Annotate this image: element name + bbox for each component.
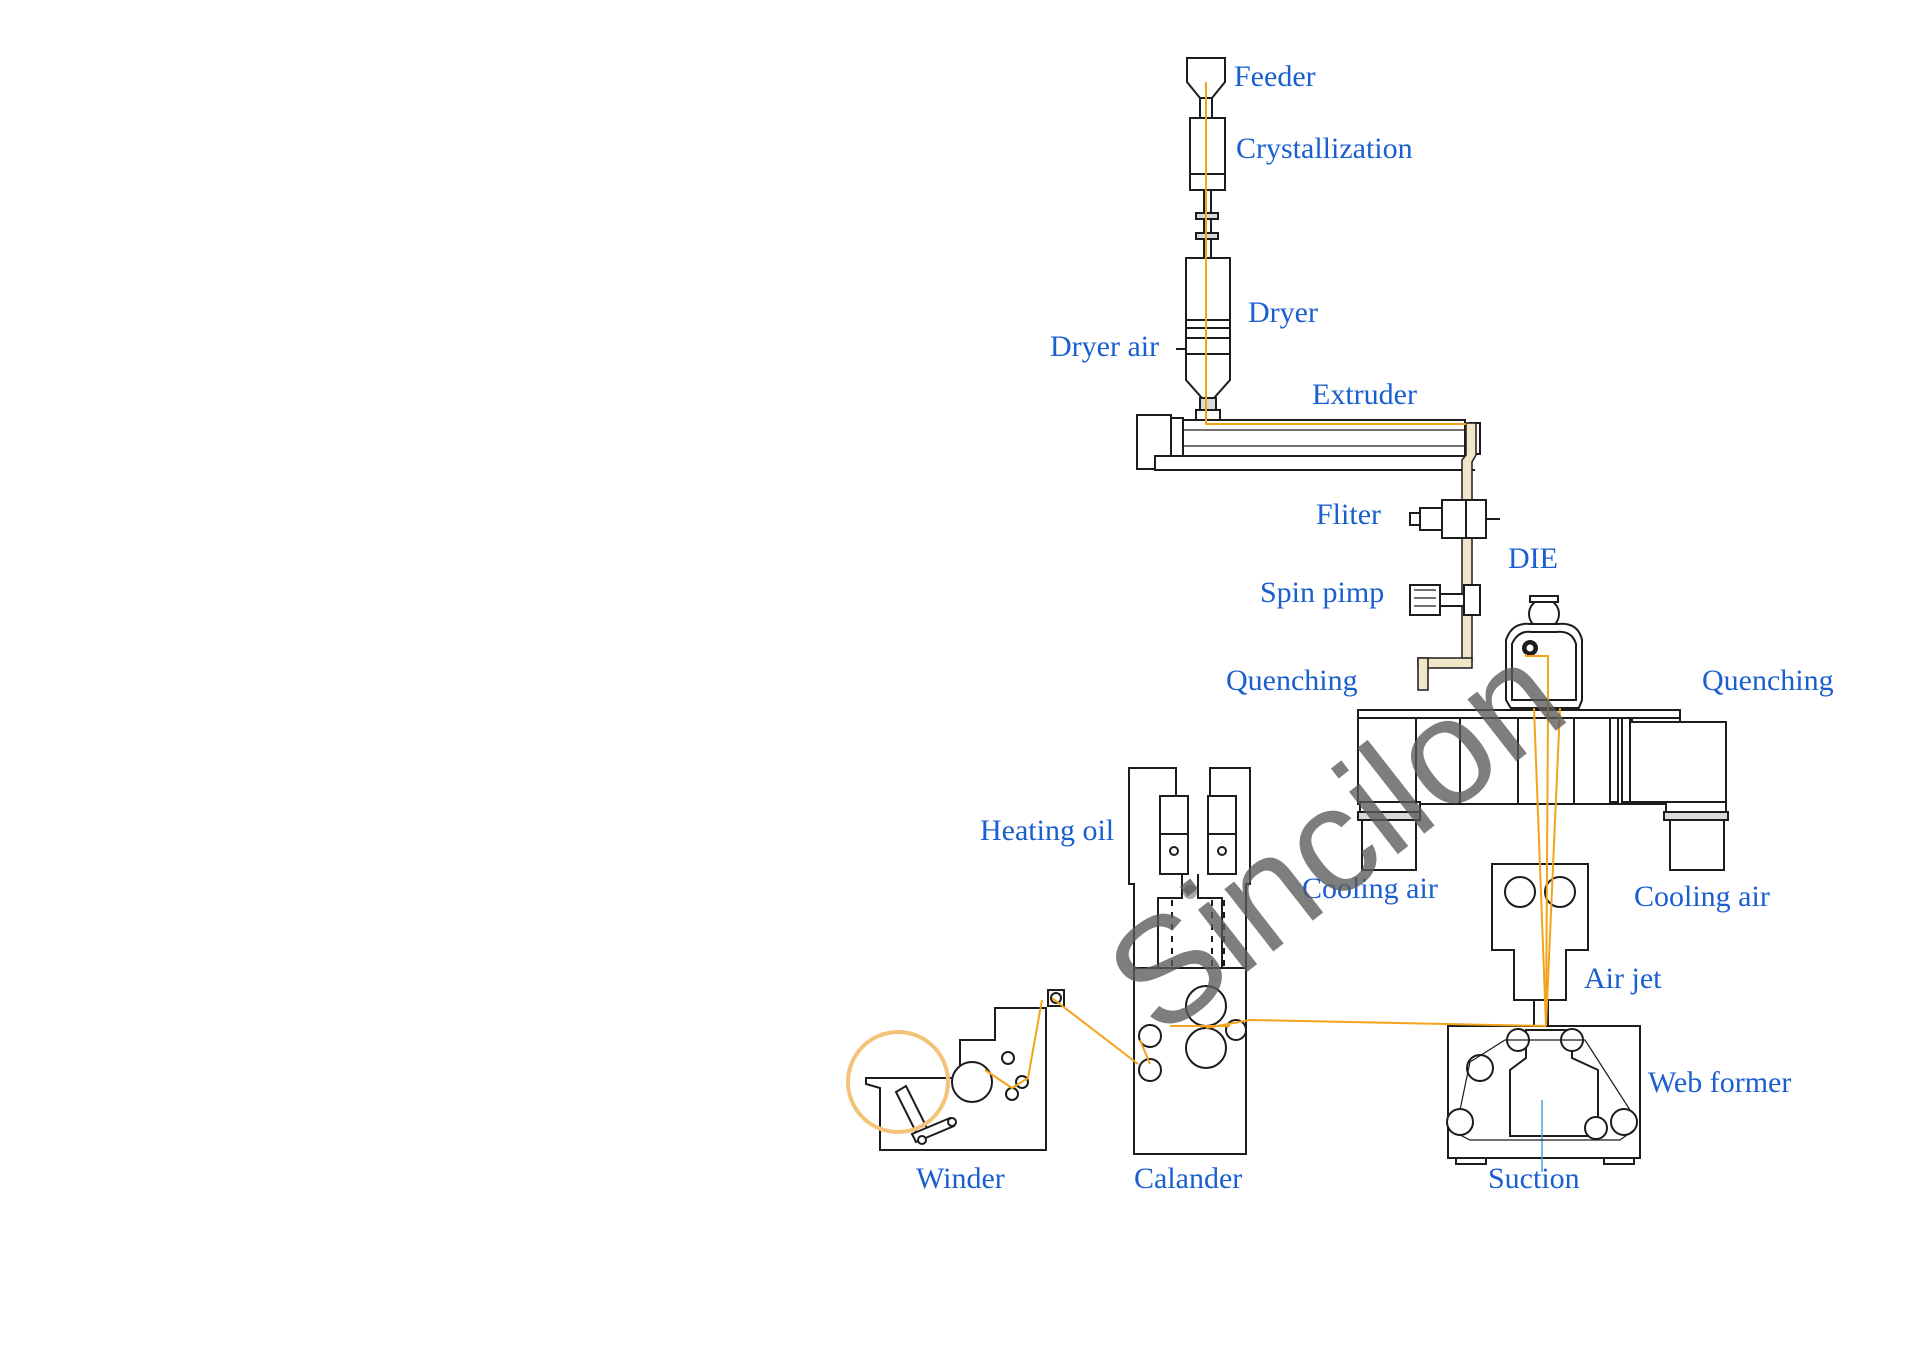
label-die: DIE: [1508, 542, 1558, 575]
label-cooling-air-right: Cooling air: [1634, 880, 1770, 913]
winder-unit: [846, 989, 1065, 1151]
spin-pump-unit: [1409, 584, 1481, 616]
crystallization-unit: [1189, 117, 1226, 269]
dryer-unit: [1176, 257, 1231, 421]
label-web-former: Web former: [1648, 1066, 1791, 1099]
label-quenching-right: Quenching: [1702, 664, 1834, 697]
label-cooling-air-left: Cooling air: [1302, 872, 1438, 905]
label-fliter: Fliter: [1316, 498, 1381, 531]
label-dryer-air: Dryer air: [1050, 330, 1159, 363]
feeder-unit: [1186, 57, 1226, 118]
label-extruder: Extruder: [1312, 378, 1417, 411]
label-suction: Suction: [1488, 1162, 1580, 1195]
label-crystallization: Crystallization: [1236, 132, 1413, 165]
label-air-jet: Air jet: [1584, 962, 1662, 995]
label-heating-oil: Heating oil: [980, 814, 1114, 847]
web-former-unit: [1446, 1025, 1641, 1172]
quenching-unit: [1357, 709, 1729, 871]
label-spin-pimp: Spin pimp: [1260, 576, 1384, 609]
air-jet-unit: [1491, 863, 1589, 1030]
label-quenching-left: Quenching: [1226, 664, 1358, 697]
winder-highlight-ring: [846, 1030, 950, 1134]
heating-oil-unit: [1128, 767, 1251, 968]
label-calander: Calander: [1134, 1162, 1242, 1195]
label-dryer: Dryer: [1248, 296, 1318, 329]
fliter-unit: [1409, 499, 1500, 539]
label-feeder: Feeder: [1234, 60, 1316, 93]
label-winder: Winder: [916, 1162, 1005, 1195]
material-path: [984, 82, 1561, 1090]
